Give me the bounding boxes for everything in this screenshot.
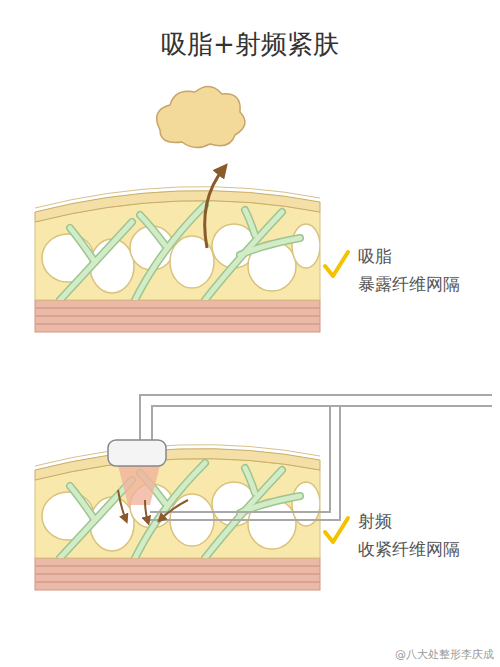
callout-note: 收紧纤维网隔 — [358, 539, 460, 559]
callout-heading: 射频 — [358, 511, 392, 531]
title: 吸脂+射频紧肤 — [161, 29, 339, 60]
callout-note: 暴露纤维网隔 — [358, 274, 460, 294]
watermark: @八大处整形李庆成 — [395, 648, 494, 661]
callout-heading: 吸脂 — [358, 246, 392, 266]
